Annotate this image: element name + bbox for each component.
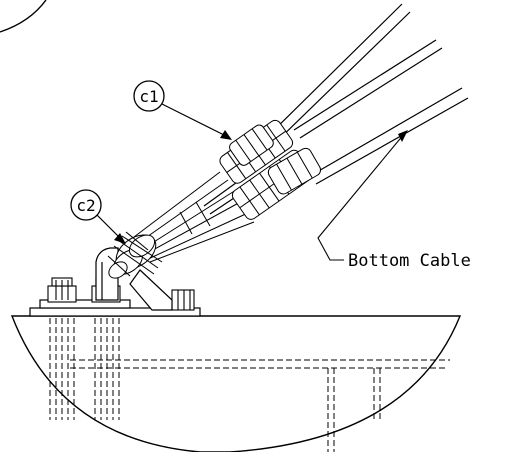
base-body [10, 315, 462, 452]
cables [203, 3, 469, 215]
c1-label: c1 [139, 87, 158, 106]
c1-callout: c1 [133, 80, 232, 140]
cable-fan-lower [129, 171, 255, 263]
upper-left-arc [0, 0, 47, 33]
c2-callout: c2 [70, 189, 126, 244]
base-plate [29, 299, 201, 317]
bottom-cable-leader: Bottom Cable [317, 130, 471, 271]
c2-connector [107, 231, 163, 279]
anchor-bracket [95, 247, 173, 311]
bottom-cable-label: Bottom Cable [348, 251, 471, 271]
c1-connector [219, 119, 322, 220]
c2-label: c2 [76, 196, 95, 215]
